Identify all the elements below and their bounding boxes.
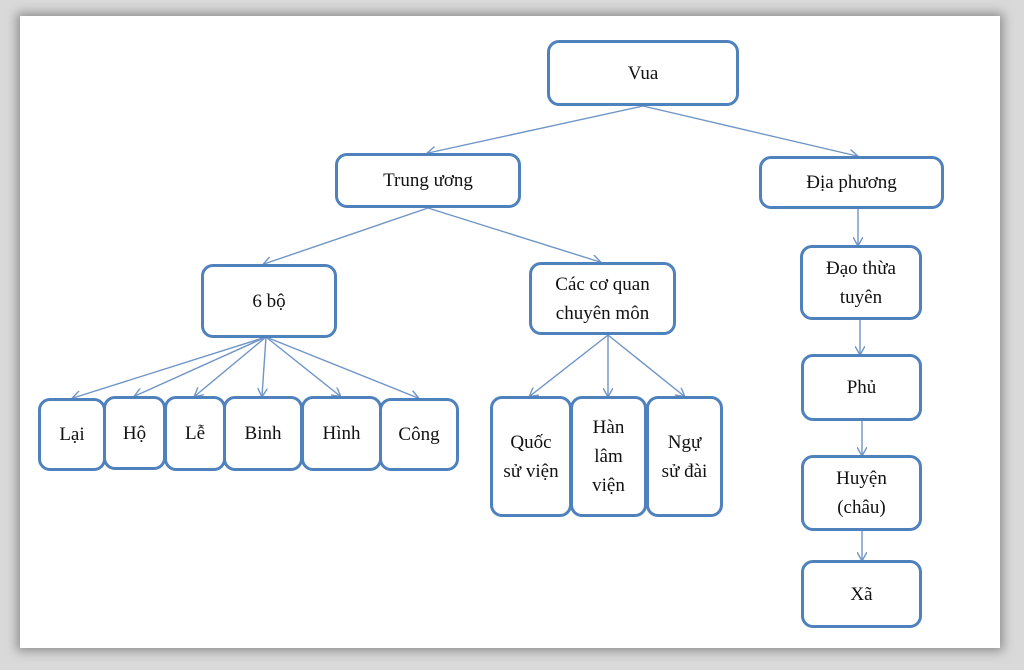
node-vua: Vua [547,40,739,106]
node-phu-label: Phủ [846,377,877,398]
connector-trung-uong-cac-co-quan [427,207,600,262]
node-binh-label: Binh [244,423,282,444]
node-ngu-su-dai: Ngự sử đài [646,396,723,517]
node-lai: Lại [38,398,106,471]
node-ho: Hộ [103,396,166,470]
connector-cac-co-quan-quoc-su [530,334,609,396]
node-le-label: Lễ [184,423,206,444]
connector-sau-bo-le [195,336,267,396]
node-cong: Công [379,398,459,471]
node-cac-co-quan: Các cơ quan chuyên môn [529,262,676,335]
connector-vua-trung-uong [428,105,644,153]
connector-sau-bo-cong [265,336,418,398]
node-lai-label: Lại [59,424,85,445]
connector-sau-bo-binh [262,336,266,396]
connector-sau-bo-lai [73,336,267,398]
diagram-frame [20,16,1000,648]
connector-trung-uong-sau-bo [264,207,429,264]
node-ho-label: Hộ [122,422,147,444]
node-cac-co-quan-label: Các cơ quan chuyên môn [555,273,650,324]
node-huyen-chau: Huyện (châu) [801,455,922,531]
node-trung-uong: Trung ương [335,153,521,208]
node-dao-thua-tuyen-label: Đạo thừa tuyên [826,257,896,308]
node-trung-uong-label: Trung ương [383,170,473,191]
node-hinh: Hình [301,396,382,471]
node-phu: Phủ [801,354,922,421]
node-sau-bo: 6 bộ [201,264,337,338]
node-huyen-chau-label: Huyện (châu) [836,468,887,518]
node-hinh-label: Hình [322,423,361,444]
node-han-lam-vien-label: Hàn lâm viện [592,417,625,496]
connector-sau-bo-hinh [265,336,340,396]
node-dia-phuong-label: Địa phương [806,172,897,193]
node-binh: Binh [223,396,303,471]
connector-cac-co-quan-ngu-su [607,334,684,396]
node-han-lam-vien: Hàn lâm viện [570,396,647,517]
node-xa-label: Xã [850,583,873,605]
node-sau-bo-label: 6 bộ [252,290,286,312]
node-xa: Xã [801,560,922,628]
node-quoc-su-vien: Quốc sử viện [490,396,572,517]
node-dao-thua-tuyen: Đạo thừa tuyên [800,245,922,320]
connector-sau-bo-ho [135,336,267,396]
connector-vua-dia-phuong [642,105,857,156]
node-le: Lễ [164,396,226,471]
node-cong-label: Công [398,424,440,445]
node-dia-phuong: Địa phương [759,156,944,209]
node-quoc-su-vien-label: Quốc sử viện [503,431,559,482]
node-vua-label: Vua [627,62,659,84]
node-ngu-su-dai-label: Ngự sử đài [661,431,708,482]
